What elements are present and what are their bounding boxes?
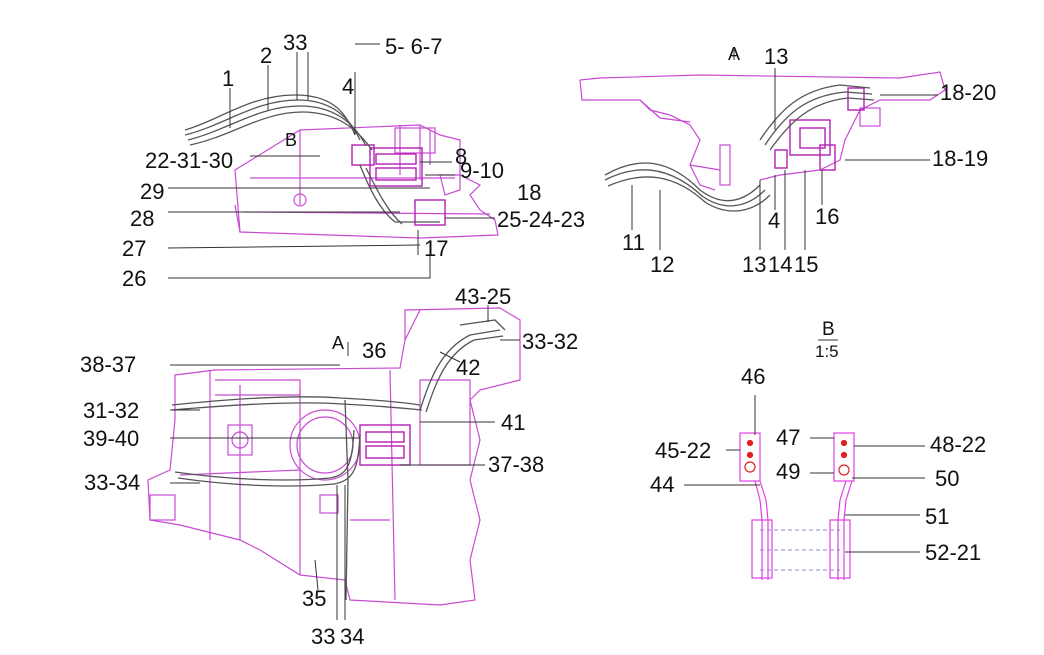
- callout-8: 8: [455, 144, 468, 169]
- callout-29: 29: [140, 179, 165, 204]
- callout-13: 13: [764, 44, 789, 69]
- callout-35: 35: [302, 586, 327, 611]
- callout-48-22: 48-22: [930, 432, 987, 457]
- callout-b-marker: B: [285, 130, 298, 150]
- callout-33-32: 33-32: [522, 329, 579, 354]
- callout-17: 17: [424, 236, 449, 261]
- callout-52-21: 52-21: [925, 540, 982, 565]
- top-right-view: [579, 50, 946, 250]
- callout-33: 33: [283, 30, 308, 55]
- callout-38-37: 38-37: [80, 352, 137, 377]
- callout-34-bottom: 34: [340, 624, 365, 649]
- callout-43-25: 43-25: [455, 284, 512, 309]
- callout-33-34: 33-34: [84, 470, 141, 495]
- callout-2: 2: [260, 43, 273, 68]
- detail-b-title: B: [822, 319, 835, 340]
- callout-12: 12: [650, 252, 675, 277]
- callout-4-right: 4: [768, 208, 781, 233]
- view-a-marker: A: [728, 44, 741, 64]
- callout-51: 51: [925, 504, 950, 529]
- detail-b-scale: 1:5: [815, 342, 839, 361]
- callout-1: 1: [222, 66, 235, 91]
- callout-4: 4: [342, 74, 355, 99]
- callout-42: 42: [456, 355, 481, 380]
- view-a-arrow-marker: A: [332, 333, 345, 353]
- callout-31-32: 31-32: [83, 398, 140, 423]
- callout-26: 26: [122, 266, 147, 291]
- callout-22-31-30: 22-31-30: [145, 148, 234, 173]
- callout-36: 36: [362, 338, 387, 363]
- callout-41: 41: [501, 410, 526, 435]
- callout-15: 15: [794, 252, 819, 277]
- callout-50: 50: [935, 466, 960, 491]
- callout-27: 27: [122, 236, 147, 261]
- callout-39-40: 39-40: [83, 426, 140, 451]
- callout-9-10: 9-10: [460, 158, 505, 183]
- callout-33-bottom: 33: [311, 624, 336, 649]
- callout-18-19: 18-19: [932, 146, 989, 171]
- callout-44: 44: [650, 472, 675, 497]
- callout-47: 47: [776, 425, 801, 450]
- callout-13-lower: 13: [742, 252, 767, 277]
- callout-16: 16: [815, 204, 840, 229]
- callout-49: 49: [776, 459, 801, 484]
- callout-5-6-7: 5- 6-7: [385, 34, 443, 59]
- bottom-left-view: [147, 305, 521, 620]
- callout-18: 18: [517, 180, 542, 205]
- callout-11: 11: [622, 230, 645, 255]
- callout-25-24-23: 25-24-23: [497, 207, 586, 232]
- callout-18-20: 18-20: [940, 80, 997, 105]
- callout-37-38: 37-38: [488, 452, 545, 477]
- callout-45-22: 45-22: [655, 438, 712, 463]
- callout-14: 14: [768, 252, 793, 277]
- callout-28: 28: [130, 206, 155, 231]
- callout-46: 46: [741, 364, 766, 389]
- top-left-view: [167, 43, 499, 279]
- detail-b-view: [684, 339, 925, 580]
